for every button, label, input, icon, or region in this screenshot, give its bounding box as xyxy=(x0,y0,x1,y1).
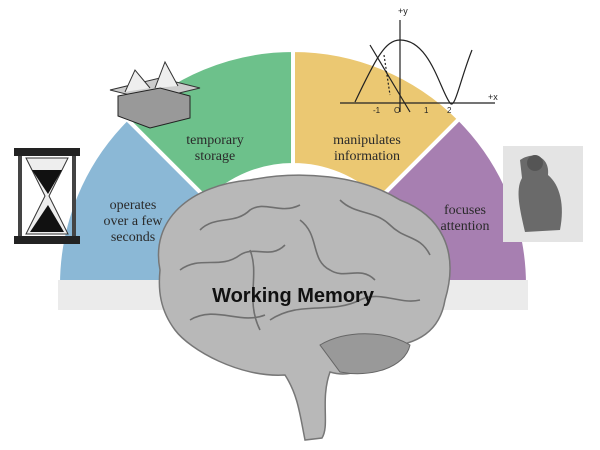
diagram-title: Working Memory xyxy=(212,285,374,307)
label-line: operates xyxy=(109,198,157,213)
label-line: storage xyxy=(194,149,236,164)
graph-tick: 2 xyxy=(447,106,452,115)
segment-label-attention: focuses attention xyxy=(420,203,510,235)
label-line: seconds xyxy=(110,230,156,245)
math-graph-icon xyxy=(340,20,495,113)
graph-tick: -1 xyxy=(373,106,381,115)
graph-tick: O xyxy=(394,106,400,115)
graph-x-axis-label: +x xyxy=(488,92,498,102)
segment-label-manipulation: manipulates information xyxy=(312,133,422,165)
hourglass-icon xyxy=(14,148,80,244)
brain-image xyxy=(157,174,451,441)
label-line: manipulates xyxy=(333,133,401,148)
segment-label-storage: temporary storage xyxy=(170,133,260,165)
segment-label-duration: operates over a few seconds xyxy=(88,198,178,246)
graph-y-axis-label: +y xyxy=(398,6,408,16)
label-line: over a few xyxy=(103,214,163,229)
label-line: attention xyxy=(440,219,490,234)
label-line: temporary xyxy=(186,133,244,148)
graph-tick: 1 xyxy=(424,106,429,115)
label-line: information xyxy=(333,149,401,164)
file-box-icon xyxy=(109,60,201,129)
thinker-statue-image xyxy=(503,146,583,242)
label-line: focuses xyxy=(444,203,486,218)
